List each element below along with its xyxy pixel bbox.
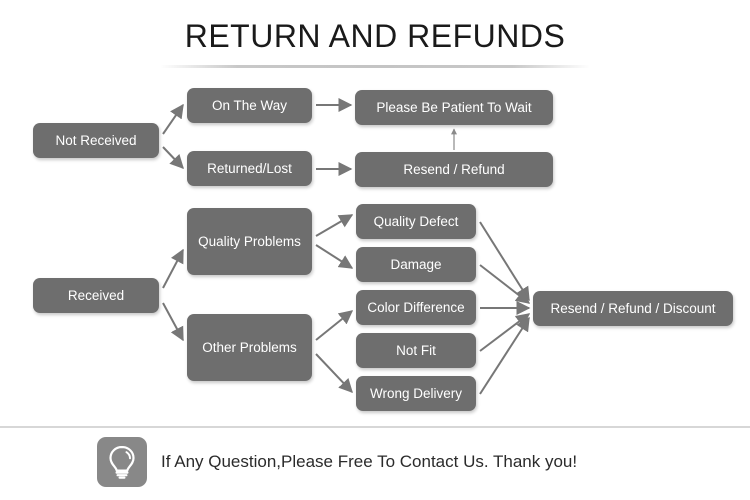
node-please-be-patient-to-wait[interactable]: Please Be Patient To Wait [355, 90, 553, 125]
edge-quality-defect-to-result [479, 221, 530, 302]
node-not-fit[interactable]: Not Fit [356, 333, 476, 368]
footer: If Any Question,Please Free To Contact U… [97, 437, 577, 487]
edge-not-fit-to-result [479, 313, 531, 352]
node-resend-refund[interactable]: Resend / Refund [355, 152, 553, 187]
edge-damage-to-result [479, 264, 531, 304]
node-damage[interactable]: Damage [356, 247, 476, 282]
node-not-received[interactable]: Not Received [33, 123, 159, 158]
node-quality-problems[interactable]: Quality Problems [187, 208, 312, 275]
node-other-problems[interactable]: Other Problems [187, 314, 312, 381]
footer-divider [0, 426, 750, 428]
edge-other-problems-to-color-difference [315, 310, 354, 341]
edge-not-received-to-on-the-way [162, 103, 184, 135]
lightbulb-icon [97, 437, 147, 487]
node-received[interactable]: Received [33, 278, 159, 313]
edge-received-to-quality-problems [162, 248, 184, 289]
edge-wrong-delivery-to-result [479, 316, 530, 395]
edge-other-problems-to-wrong-delivery [315, 353, 353, 394]
node-color-difference[interactable]: Color Difference [356, 290, 476, 325]
node-returned-lost[interactable]: Returned/Lost [187, 151, 312, 186]
node-quality-defect[interactable]: Quality Defect [356, 204, 476, 239]
page-title: RETURN AND REFUNDS [184, 18, 566, 54]
footer-text: If Any Question,Please Free To Contact U… [161, 452, 578, 471]
node-resend-refund-discount[interactable]: Resend / Refund / Discount [533, 291, 733, 326]
edge-quality-problems-to-quality-defect [315, 214, 354, 237]
edge-not-received-to-returned-lost [162, 146, 184, 170]
node-on-the-way[interactable]: On The Way [187, 88, 312, 123]
title-divider [160, 65, 590, 68]
edge-received-to-other-problems [162, 302, 184, 342]
node-wrong-delivery[interactable]: Wrong Delivery [356, 376, 476, 411]
edge-quality-problems-to-damage [315, 244, 354, 269]
